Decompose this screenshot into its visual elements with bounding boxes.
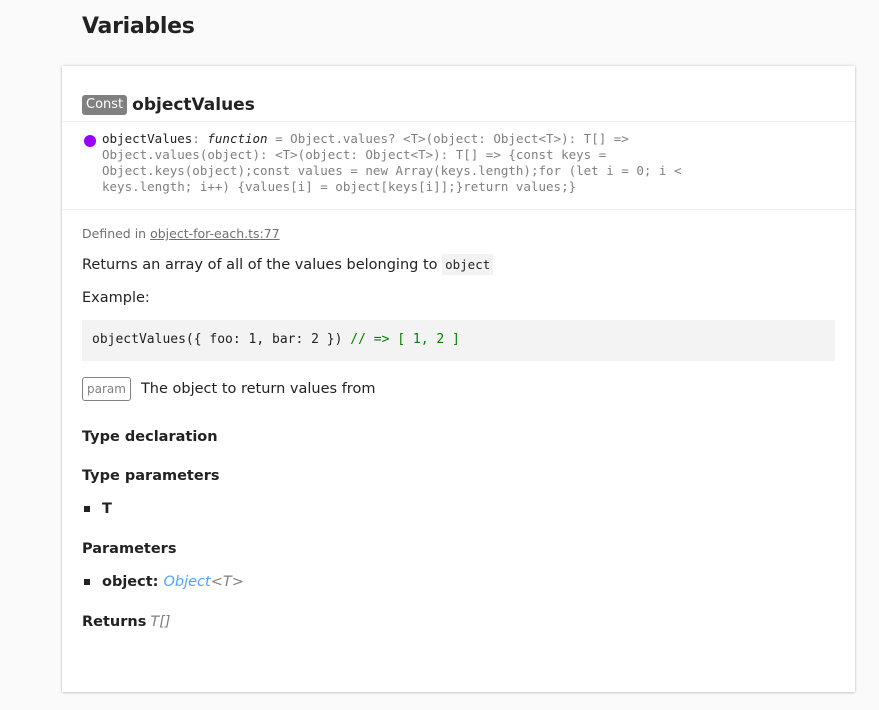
example-label: Example:	[82, 290, 150, 306]
variable-dot-icon	[84, 135, 96, 147]
parameter-item: object: Object <T>	[84, 574, 835, 590]
signature-rest: = Object.values? <T>(object: Object<T>):…	[267, 131, 629, 146]
type-parameters-heading: Type parameters	[82, 468, 220, 484]
parameter-type-generic: <T>	[210, 574, 244, 590]
type-parameter-name: T	[102, 501, 112, 517]
param-row: param The object to return values from	[82, 377, 835, 401]
defined-in: Defined in object-for-each.ts:77	[82, 226, 835, 241]
signature-keyword: function	[207, 131, 268, 146]
signature-line-4: keys.length; i++) {values[i] = object[ke…	[102, 179, 577, 194]
description: Returns an array of all of the values be…	[82, 254, 835, 275]
signature-line-2: Object.values(object): <T>(object: Objec…	[102, 147, 607, 162]
returns-label: Returns	[82, 614, 147, 630]
example-code-block: objectValues({ foo: 1, bar: 2 }) // => […	[82, 320, 835, 361]
inline-code: object	[442, 254, 494, 275]
parameters-heading: Parameters	[82, 541, 177, 557]
signature-colon: :	[192, 131, 208, 146]
const-badge: Const	[82, 94, 128, 115]
type-declaration-heading: Type declaration	[82, 429, 218, 445]
param-description: The object to return values from	[140, 381, 376, 397]
page-title: Variables	[82, 14, 195, 39]
bullet-icon	[84, 506, 90, 512]
source-link[interactable]: object-for-each.ts:77	[150, 226, 280, 241]
returns-type: T[]	[150, 614, 171, 630]
signature: objectValues: function = Object.values? …	[62, 122, 855, 210]
type-parameter-item: T	[84, 501, 835, 517]
variable-card: Const objectValues objectValues: functio…	[62, 66, 855, 692]
parameter-type-link[interactable]: Object	[163, 574, 211, 590]
bullet-icon	[84, 579, 90, 585]
example-comment: // => [ 1, 2 ]	[350, 332, 460, 347]
card-header: Const objectValues	[62, 66, 855, 122]
parameter-name: object:	[102, 574, 159, 590]
defined-in-label: Defined in	[82, 226, 151, 241]
param-tag: param	[82, 377, 131, 401]
signature-name: objectValues	[102, 131, 193, 146]
variable-title: objectValues	[132, 94, 255, 115]
signature-line-1: objectValues: function = Object.values? …	[84, 131, 835, 147]
example-code: objectValues({ foo: 1, bar: 2 })	[92, 332, 351, 347]
description-text: Returns an array of all of the values be…	[82, 257, 443, 273]
signature-line-3: Object.keys(object);const values = new A…	[102, 163, 682, 178]
card-body: Defined in object-for-each.ts:77 Returns…	[62, 210, 855, 630]
